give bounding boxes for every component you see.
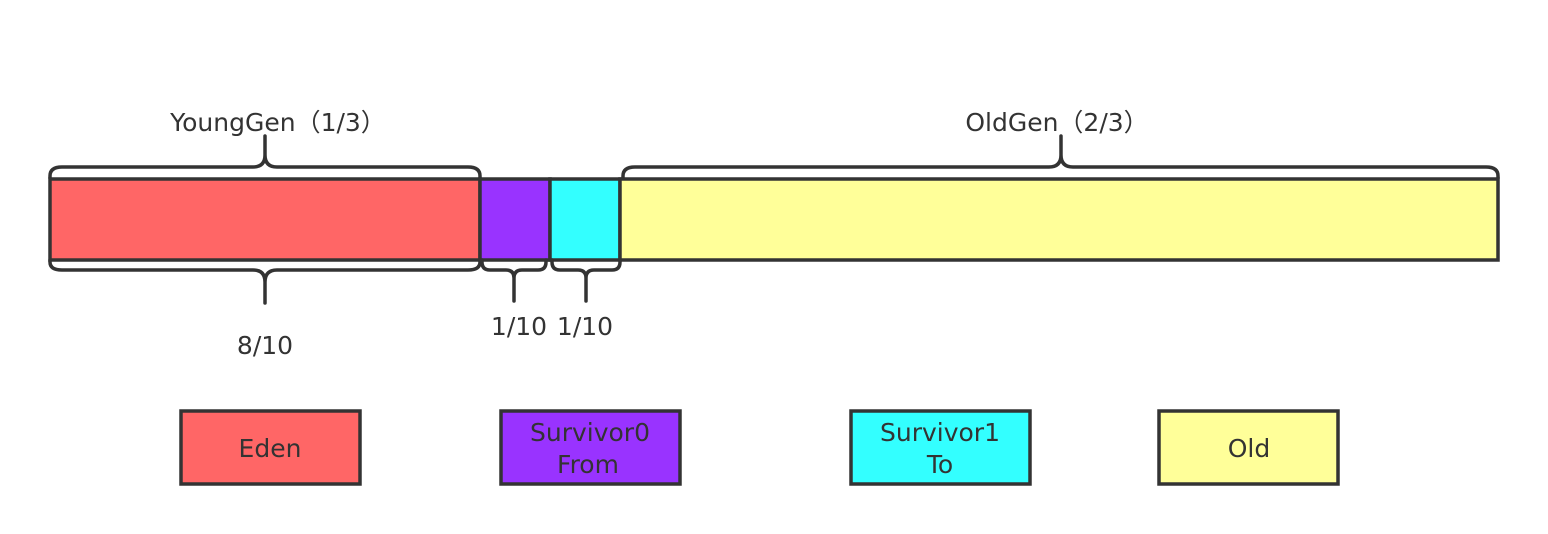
- survivor1-segment: [548, 177, 622, 262]
- legend-survivor1-swatch: [849, 409, 1032, 486]
- legend-old: Old: [1157, 409, 1340, 486]
- legend-survivor0-swatch: [499, 409, 682, 486]
- legend-eden-swatch: [179, 409, 362, 486]
- oldgen-brace: [621, 134, 1500, 180]
- legend-survivor0-label-line2: From: [557, 450, 619, 479]
- legend-eden-label: Eden: [239, 434, 302, 463]
- survivor0-ratio-label: 1/10: [491, 312, 547, 341]
- survivor1-ratio-label: 1/10: [557, 312, 613, 341]
- legend-survivor1: Survivor1 To: [849, 409, 1032, 486]
- survivor0-brace: [480, 258, 548, 303]
- younggen-label: YoungGen（1/3）: [169, 108, 386, 137]
- legend-survivor0-label-line1: Survivor0: [530, 418, 650, 447]
- legend-survivor1-label-line2: To: [926, 450, 953, 479]
- legend: Eden Survivor0 From Survivor1 To Old: [179, 409, 1340, 486]
- eden-brace: [48, 258, 482, 305]
- old-segment: [618, 177, 1500, 262]
- legend-eden: Eden: [179, 409, 362, 486]
- legend-survivor0: Survivor0 From: [499, 409, 682, 486]
- oldgen-label: OldGen（2/3）: [965, 108, 1148, 137]
- legend-old-swatch: [1157, 409, 1340, 486]
- survivor1-brace: [550, 258, 622, 303]
- younggen-brace: [48, 134, 482, 180]
- legend-survivor1-label-line1: Survivor1: [880, 418, 1000, 447]
- survivor0-segment: [478, 177, 552, 262]
- eden-ratio-label: 8/10: [237, 331, 293, 360]
- eden-segment: [48, 177, 482, 262]
- legend-old-label: Old: [1228, 434, 1271, 463]
